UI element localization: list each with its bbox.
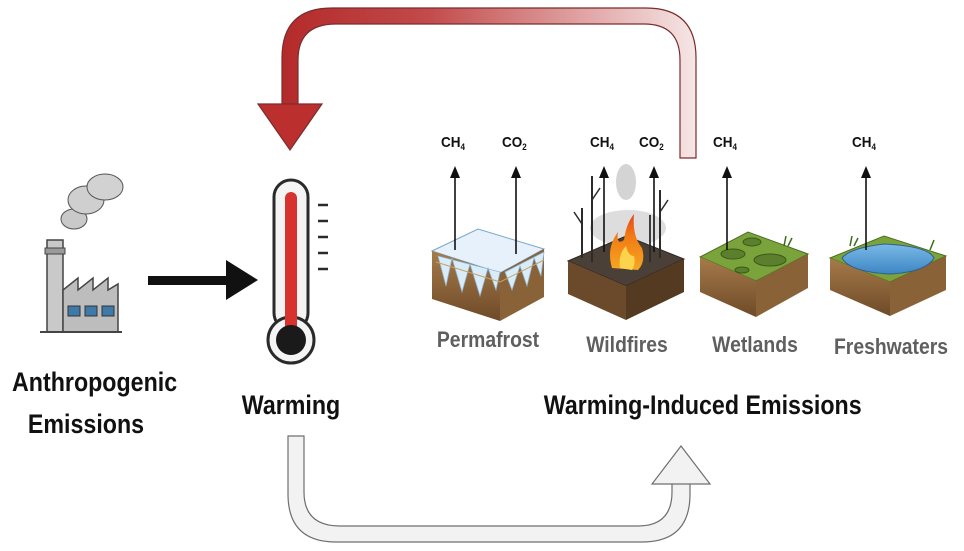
gas-label-permafrost-co2: CO2 <box>502 134 527 152</box>
emissions-arrow <box>148 260 258 300</box>
gas-label-wildfires-co2: CO2 <box>639 134 664 152</box>
wildfires-block <box>566 164 686 320</box>
factory-icon <box>40 173 124 333</box>
label-emissions: Emissions <box>27 409 145 439</box>
source-label-wildfires: Wildfires <box>586 332 668 357</box>
feedback-arrow-top <box>256 7 697 159</box>
label-anthropogenic: Anthropogenic <box>12 367 178 397</box>
gas-label-permafrost-ch4: CH4 <box>441 134 466 152</box>
source-label-freshwaters: Freshwaters <box>833 334 949 359</box>
gas-label-wetlands-ch4: CH4 <box>713 134 738 152</box>
permafrost-block <box>430 228 546 321</box>
thermometer-icon <box>266 178 328 365</box>
label-warming-induced-emissions: Warming-Induced Emissions <box>543 390 862 420</box>
wetlands-block <box>698 231 810 317</box>
gas-label-wildfires-ch4: CH4 <box>590 134 615 152</box>
freshwaters-block <box>828 235 948 316</box>
source-label-wetlands: Wetlands <box>712 332 798 357</box>
gas-arrows <box>450 166 871 254</box>
source-label-permafrost: Permafrost <box>436 327 540 352</box>
gas-label-freshwaters-ch4: CH4 <box>852 134 877 152</box>
label-warming: Warming <box>241 390 341 420</box>
return-arrow-bottom <box>287 435 712 543</box>
